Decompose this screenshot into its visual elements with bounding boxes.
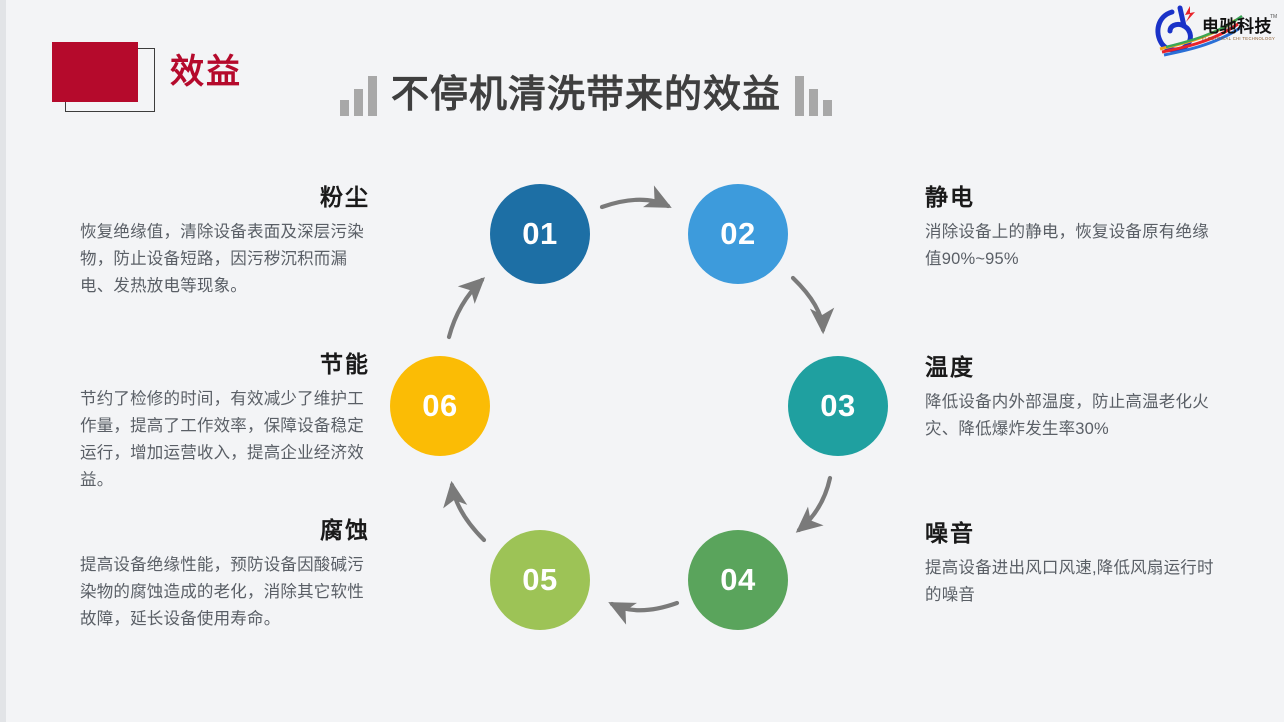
info-block-noise-title: 噪音 (925, 520, 975, 546)
info-block-energy: 节能 节约了检修的时间，有效减少了维护工作量，提高了工作效率，保障设备稳定运行，… (80, 349, 370, 494)
info-block-static-body: 消除设备上的静电，恢复设备原有绝缘值90%~95% (925, 223, 1209, 268)
info-block-corrosion-title: 腐蚀 (320, 517, 370, 543)
arrow-02-to-03 (790, 275, 835, 335)
info-block-corrosion: 腐蚀 提高设备绝缘性能，预防设备因酸碱污染物的腐蚀造成的老化，消除其它软性故障，… (80, 515, 370, 633)
cycle-node-05-number: 05 (522, 562, 558, 597)
logo-wordmark-cn: 电驰科技 (1202, 16, 1272, 36)
cycle-node-06-number: 06 (422, 388, 458, 423)
cycle-node-01-number: 01 (522, 216, 558, 251)
info-block-temperature: 温度 降低设备内外部温度，防止高温老化火灾、降低爆炸发生率30% (925, 352, 1215, 443)
logo-trademark: TM (1270, 14, 1277, 20)
info-block-dust: 粉尘 恢复绝缘值，清除设备表面及深层污染物，防止设备短路，因污秽沉积而漏电、发热… (80, 182, 370, 300)
arrow-05-to-06 (443, 480, 487, 543)
info-block-temperature-title: 温度 (925, 354, 975, 380)
arrow-06-to-01 (446, 277, 486, 340)
company-logo: 电驰科技 ELECTRICAL CHI TECHNOLOGY TM (1150, 2, 1278, 58)
bar-chart-descending-icon (795, 72, 833, 116)
left-edge-strip (0, 0, 6, 722)
cycle-node-01[interactable]: 01 (490, 184, 590, 284)
arrow-04-to-05 (608, 600, 680, 625)
arrow-01-to-02 (599, 185, 672, 210)
info-block-static-title: 静电 (925, 184, 975, 210)
page-title: 不停机清洗带来的效益 (391, 74, 782, 116)
cycle-node-05[interactable]: 05 (490, 530, 590, 630)
logo-wordmark-latin: ELECTRICAL CHI TECHNOLOGY (1202, 36, 1275, 41)
cycle-node-04[interactable]: 04 (688, 530, 788, 630)
cycle-node-03[interactable]: 03 (788, 356, 888, 456)
arrow-03-to-04 (795, 475, 833, 533)
info-block-dust-title: 粉尘 (320, 184, 370, 210)
cycle-node-02-number: 02 (720, 216, 756, 251)
section-badge-label: 效益 (170, 53, 242, 91)
info-block-temperature-body: 降低设备内外部温度，防止高温老化火灾、降低爆炸发生率30% (925, 393, 1209, 438)
cycle-node-03-number: 03 (820, 388, 856, 423)
cycle-node-02[interactable]: 02 (688, 184, 788, 284)
bar-chart-ascending-icon (340, 72, 377, 116)
info-block-energy-title: 节能 (320, 351, 370, 377)
info-block-noise: 噪音 提高设备进出风口风速,降低风扇运行时的噪音 (925, 518, 1215, 609)
info-block-corrosion-body: 提高设备绝缘性能，预防设备因酸碱污染物的腐蚀造成的老化，消除其它软性故障，延长设… (80, 556, 364, 628)
cycle-node-06[interactable]: 06 (390, 356, 490, 456)
cycle-node-04-number: 04 (720, 562, 756, 597)
slide-title-group: 不停机清洗带来的效益 (340, 68, 833, 116)
cycle-arrows (443, 185, 835, 625)
info-block-noise-body: 提高设备进出风口风速,降低风扇运行时的噪音 (925, 559, 1214, 604)
info-block-dust-body: 恢复绝缘值，清除设备表面及深层污染物，防止设备短路，因污秽沉积而漏电、发热放电等… (80, 223, 364, 295)
cycle-diagram: 01 02 03 04 05 06 (380, 160, 900, 660)
info-block-energy-body: 节约了检修的时间，有效减少了维护工作量，提高了工作效率，保障设备稳定运行，增加运… (80, 390, 364, 489)
badge-red-square (52, 42, 138, 102)
info-block-static: 静电 消除设备上的静电，恢复设备原有绝缘值90%~95% (925, 182, 1215, 273)
